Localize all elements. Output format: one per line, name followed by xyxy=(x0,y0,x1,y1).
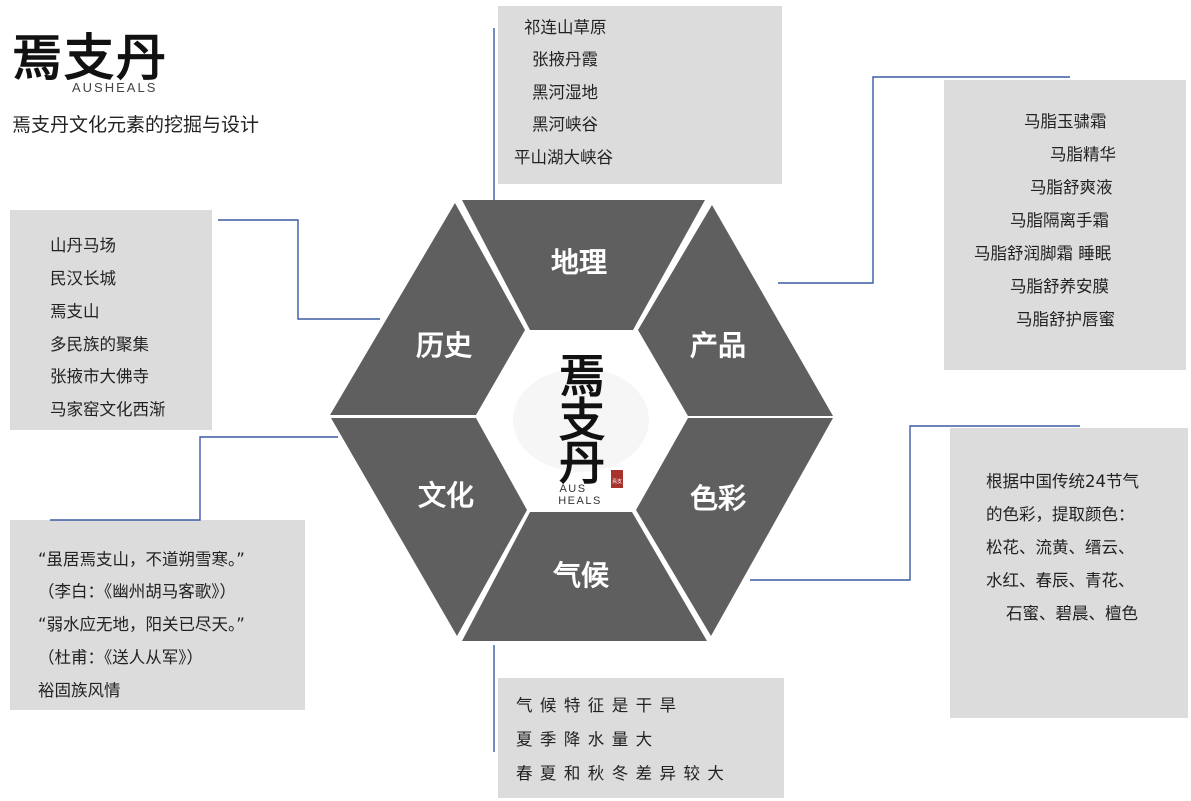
connector-history xyxy=(218,219,380,320)
segment-history xyxy=(330,203,525,415)
color-box: 根据中国传统24节气 的色彩，提取颜色： 松花、流黄、缙云、 水红、春辰、青花、… xyxy=(950,428,1188,718)
logo-title: 焉支丹 xyxy=(12,28,168,87)
segment-label-climate: 气候 xyxy=(552,559,610,592)
center-logo-name-3: 丹 xyxy=(559,436,605,490)
segment-geography xyxy=(462,200,705,330)
connector-culture xyxy=(50,436,338,521)
history-box: 山丹马场 民汉长城 焉支山 多民族的聚集 张掖市大佛寺 马家窑文化西渐 xyxy=(10,210,212,430)
segment-label-culture: 文化 xyxy=(418,479,474,512)
history-item: 马家窑文化西渐 xyxy=(50,400,166,419)
center-logo: 焉 支 丹 焉支 AUS HEALS xyxy=(513,349,649,507)
color-item: 的色彩，提取颜色： xyxy=(986,505,1135,524)
culture-item: “虽居焉支山，不道朔雪寒。” xyxy=(38,550,245,569)
history-item: 山丹马场 xyxy=(50,236,116,255)
product-item: 马脂舒护唇蜜 xyxy=(1016,310,1115,329)
history-item: 多民族的聚集 xyxy=(50,335,149,354)
climate-box: 气候特征是干旱 夏季降水量大 春夏和秋冬差异较大 xyxy=(498,678,784,798)
climate-item: 气候特征是干旱 xyxy=(516,696,684,715)
logo-subtitle: AUSHEALS xyxy=(72,80,158,95)
color-item: 石蜜、碧晨、檀色 xyxy=(1006,604,1138,623)
geography-item: 张掖丹霞 xyxy=(532,50,598,69)
geography-item: 平山湖大峡谷 xyxy=(514,148,613,167)
color-item: 根据中国传统24节气 xyxy=(986,472,1139,491)
page-subtitle: 焉支丹文化元素的挖掘与设计 xyxy=(12,114,260,136)
center-logo-sub-1: AUS xyxy=(559,483,586,495)
product-item: 马脂玉骕霜 xyxy=(1024,112,1107,131)
connector-product xyxy=(778,76,1070,284)
hexagon-segments xyxy=(330,200,833,641)
culture-item: （杜甫：《送人从军》） xyxy=(38,648,203,667)
product-item: 马脂舒润脚霜 睡眠 xyxy=(974,244,1112,263)
history-item: 张掖市大佛寺 xyxy=(50,367,149,386)
center-logo-seal xyxy=(611,470,623,488)
product-box: 马脂玉骕霜 马脂精华 马脂舒爽液 马脂隔离手霜 马脂舒润脚霜 睡眠 马脂舒养安膜… xyxy=(944,80,1186,370)
center-logo-name-1: 焉 xyxy=(559,349,605,403)
segment-label-history: 历史 xyxy=(416,329,472,362)
product-item: 马脂舒养安膜 xyxy=(1010,277,1109,296)
segment-color xyxy=(636,418,833,636)
culture-item: “弱水应无地，阳关已尽天。” xyxy=(38,615,245,634)
color-item: 松花、流黄、缙云、 xyxy=(986,538,1135,557)
history-item: 民汉长城 xyxy=(50,269,116,288)
climate-item: 夏季降水量大 xyxy=(516,730,660,749)
climate-item: 春夏和秋冬差异较大 xyxy=(516,764,732,783)
segment-label-color: 色彩 xyxy=(690,482,746,515)
connector-color xyxy=(750,425,1080,581)
segment-product xyxy=(638,205,833,416)
center-logo-name-2: 支 xyxy=(559,393,605,447)
segment-label-geography: 地理 xyxy=(551,246,607,279)
product-item: 马脂精华 xyxy=(1050,145,1116,164)
center-logo-seal-text: 焉支 xyxy=(612,478,622,485)
geography-item: 黑河峡谷 xyxy=(532,115,598,134)
connector-lines xyxy=(50,28,1080,752)
geography-box: 祁连山草原 张掖丹霞 黑河湿地 黑河峡谷 平山湖大峡谷 xyxy=(498,6,782,184)
segment-label-product: 产品 xyxy=(690,329,746,362)
geography-item: 祁连山草原 xyxy=(524,18,607,37)
geography-item: 黑河湿地 xyxy=(532,83,598,102)
history-item: 焉支山 xyxy=(50,302,100,321)
segment-climate xyxy=(462,512,707,641)
segment-culture xyxy=(331,418,527,636)
center-logo-sub-2: HEALS xyxy=(558,495,602,507)
culture-item: （李白：《幽州胡马客歌》） xyxy=(38,582,236,601)
color-item: 水红、春辰、青花、 xyxy=(986,571,1135,590)
product-item: 马脂舒爽液 xyxy=(1030,178,1113,197)
culture-item: 裕固族风情 xyxy=(38,681,121,700)
product-item: 马脂隔离手霜 xyxy=(1010,211,1109,230)
culture-box: “虽居焉支山，不道朔雪寒。” （李白：《幽州胡马客歌》） “弱水应无地，阳关已尽… xyxy=(10,520,305,710)
